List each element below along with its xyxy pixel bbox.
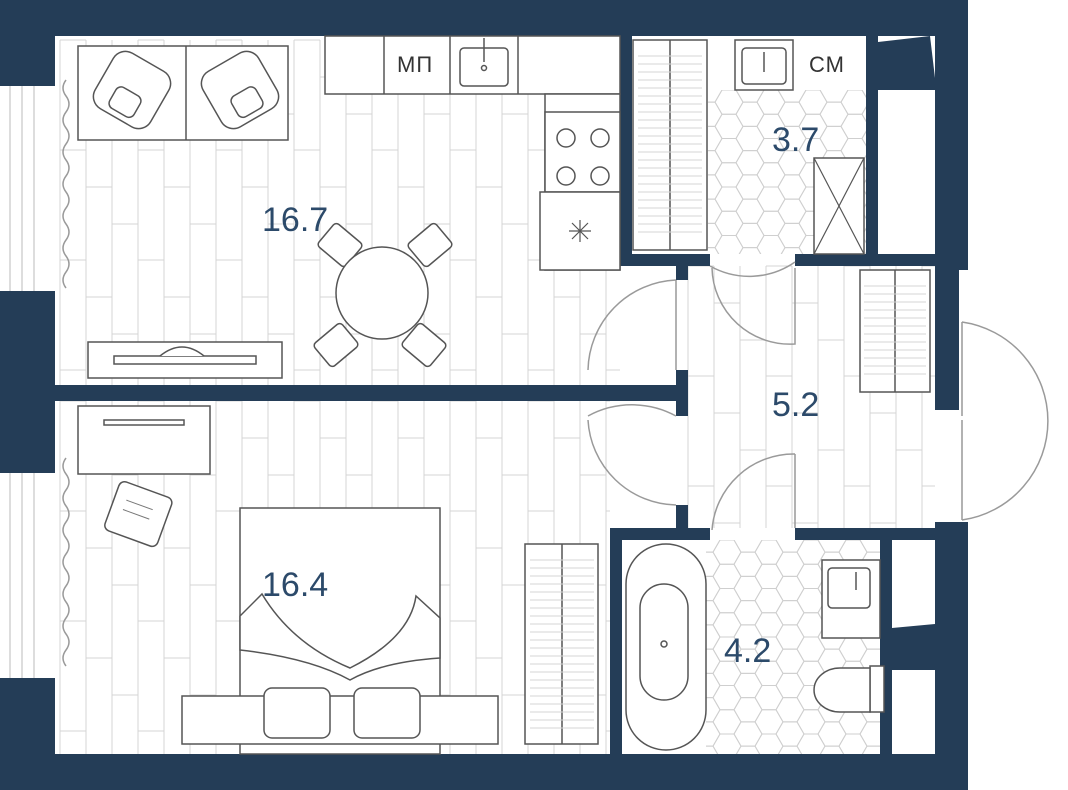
wardrobe-bedroom <box>524 543 599 745</box>
floor-tile <box>754 588 784 614</box>
floor-tile <box>777 222 807 249</box>
floor-tile <box>754 685 784 711</box>
shower-icon <box>813 157 865 255</box>
floor-tile <box>756 235 786 254</box>
dishwasher-label: МП <box>397 52 433 77</box>
floor-tile <box>817 721 847 747</box>
bed <box>181 507 499 755</box>
floor-tile <box>712 563 742 589</box>
floor-tile <box>714 210 744 236</box>
floor-tile <box>780 247 804 254</box>
floor-tile <box>775 697 805 723</box>
area-hallway: 5.2 <box>772 386 819 424</box>
floor-tile <box>775 624 805 650</box>
floor-tile <box>756 162 786 188</box>
floor-tile <box>798 90 828 115</box>
bathroom-sink-icon <box>734 39 794 91</box>
floor-tile <box>757 260 785 284</box>
floor-tile <box>819 745 845 754</box>
floor-tile <box>796 540 826 565</box>
floor-tile <box>708 247 720 254</box>
floor-tile <box>714 186 744 212</box>
windows-left <box>9 79 70 678</box>
fridge-icon <box>539 191 621 271</box>
floor-tile <box>733 551 763 577</box>
floor-tile <box>735 125 765 152</box>
floor-tile <box>712 588 742 614</box>
floor-tile <box>735 222 765 249</box>
floor-tile <box>796 588 826 614</box>
wardrobe-hallway <box>859 269 931 393</box>
desk-chair <box>104 480 173 548</box>
floor-tile <box>777 745 803 754</box>
desk <box>77 405 211 475</box>
floor-tile <box>735 198 765 224</box>
floor-tile <box>840 90 866 115</box>
floor-tile <box>756 90 786 115</box>
washer-label: СМ <box>809 52 845 77</box>
area-kitchen-living: 16.7 <box>262 201 328 239</box>
floor-tile <box>756 210 786 236</box>
floor-tile <box>775 600 805 626</box>
sofa <box>77 45 289 141</box>
floor-tile <box>733 600 763 626</box>
floor-tile <box>819 101 849 127</box>
floor-tile <box>754 709 784 735</box>
area-bedroom: 16.4 <box>262 566 328 604</box>
floor-tile <box>775 672 805 699</box>
floor-tile <box>819 125 849 152</box>
floor-tile <box>735 174 765 200</box>
walls <box>0 0 968 790</box>
floor-tile <box>777 174 807 200</box>
tv-console <box>87 341 283 379</box>
floor-tile <box>714 138 744 164</box>
wardrobe-bathroom-side <box>632 39 708 251</box>
floor-tile <box>796 636 826 662</box>
floor-tile <box>777 198 807 224</box>
floor-tile <box>838 636 868 662</box>
floor-tile <box>714 90 744 115</box>
stove-icon <box>544 111 621 193</box>
floor-tile <box>754 540 784 565</box>
floor-tile <box>733 672 763 699</box>
bathtub-icon <box>625 543 707 751</box>
floor-tile <box>712 709 742 735</box>
floor-tile <box>819 90 849 103</box>
dining-table <box>313 222 453 368</box>
floor-tile <box>738 247 762 254</box>
floor-tile <box>838 709 868 735</box>
kitchen-sink-icon <box>459 38 509 87</box>
area-bathroom: 3.7 <box>772 121 819 159</box>
floor-tile <box>712 685 742 711</box>
floor-tile <box>775 551 805 577</box>
floor-tile <box>775 648 805 674</box>
floor-tile <box>735 101 765 127</box>
toilet-icon <box>813 665 885 713</box>
floor-tile <box>714 162 744 188</box>
floor-tile <box>735 745 761 754</box>
wc-sink-icon <box>821 559 881 639</box>
doors <box>587 261 1049 531</box>
floor-tile <box>796 563 826 589</box>
floor-tile <box>840 113 866 139</box>
floor-tile <box>796 612 826 638</box>
floor-tile <box>712 540 742 565</box>
floor-tile <box>733 721 763 747</box>
floor-tile <box>733 575 763 602</box>
floor-tile <box>706 745 719 754</box>
floor-tile <box>756 186 786 212</box>
floor-tile <box>715 260 743 284</box>
floor-tile <box>796 709 826 735</box>
floor-tile <box>754 563 784 589</box>
floor-tile <box>775 575 805 602</box>
area-wc: 4.2 <box>724 632 771 670</box>
floor-tile <box>735 150 765 176</box>
floor-tile <box>775 721 805 747</box>
floor-tile <box>733 540 763 553</box>
floor-tile <box>733 697 763 723</box>
floor-tile <box>714 113 744 139</box>
floor-tile <box>714 235 744 254</box>
